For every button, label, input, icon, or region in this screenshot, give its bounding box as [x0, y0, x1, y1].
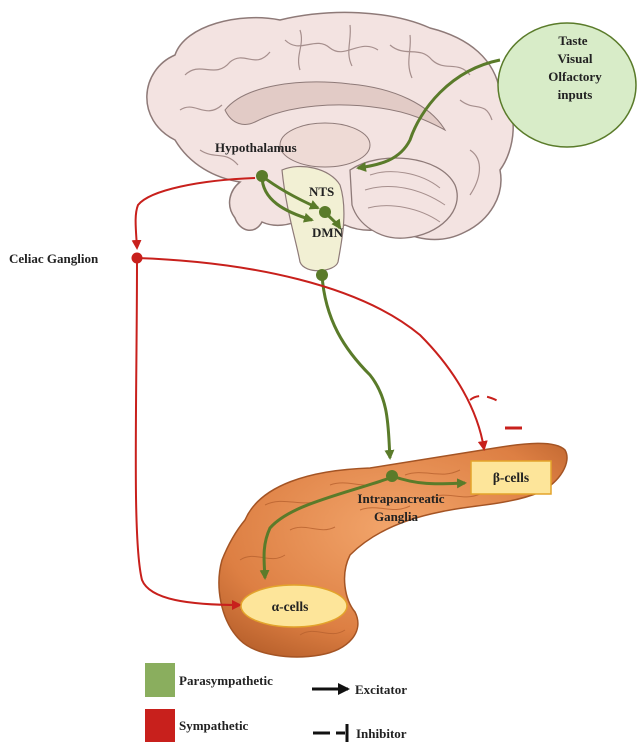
celiac-node: [132, 253, 143, 264]
legend-sympathetic-label: Sympathetic: [179, 718, 249, 733]
dmn-to-intrapancreatic-arrow: [322, 275, 390, 458]
inputs-line-inputs: inputs: [558, 87, 593, 102]
nts-label: NTS: [309, 184, 334, 199]
intrapancreatic-label-line1: Intrapancreatic: [357, 491, 444, 506]
inputs-line-visual: Visual: [558, 51, 593, 66]
alpha-cells-label: α-cells: [272, 599, 309, 614]
hypothalamus-node: [256, 170, 268, 182]
inputs-line-taste: Taste: [558, 33, 587, 48]
intrapancreatic-node: [386, 470, 398, 482]
beta-cells-label: β-cells: [493, 470, 529, 485]
sensory-inputs: Taste Visual Olfactory inputs: [498, 23, 636, 147]
legend-excitatory-label: Excitator: [355, 682, 407, 697]
hypothalamus-label: Hypothalamus: [215, 140, 297, 155]
parasympathetic-swatch: [145, 663, 175, 697]
sympathetic-swatch: [145, 709, 175, 742]
legend-parasympathetic-label: Parasympathetic: [179, 673, 273, 688]
dmn-node: [316, 269, 328, 281]
alpha-cells-box: α-cells: [241, 585, 347, 627]
intrapancreatic-label-line2: Ganglia: [374, 509, 419, 524]
beta-inhibition-dashed: [470, 396, 500, 402]
brainstem: [282, 166, 344, 270]
celiac-to-beta-arrow: [137, 258, 484, 449]
legend-inhibitory-label: Inhibitor: [356, 726, 407, 741]
nts-node: [319, 206, 331, 218]
legend: Parasympathetic Sympathetic Excitator In…: [145, 663, 407, 742]
beta-cells-box: β-cells: [471, 461, 551, 494]
celiac-ganglion-label: Celiac Ganglion: [9, 251, 99, 266]
inputs-line-olfactory: Olfactory: [548, 69, 602, 84]
dmn-label: DMN: [312, 225, 344, 240]
